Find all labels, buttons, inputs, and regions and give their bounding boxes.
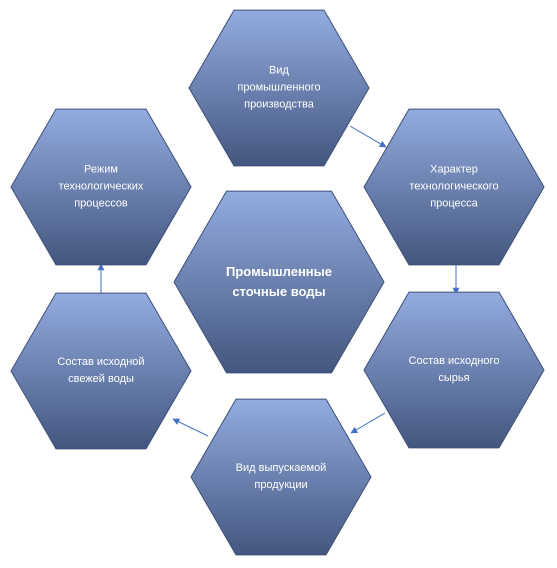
arrow-type-to-character xyxy=(349,125,387,148)
center-hexagon xyxy=(173,190,385,374)
node-label-character: Характер технологического процесса xyxy=(409,163,499,210)
arrow-product-to-water xyxy=(172,418,209,437)
hexagon-raw xyxy=(363,291,545,449)
hexagon-character xyxy=(363,108,545,266)
node-label-water: Состав исходной свежей воды xyxy=(57,356,145,385)
node-label-type: Вид промышленного производства xyxy=(237,64,321,111)
node-label-raw: Состав исходного сырья xyxy=(408,355,500,384)
hexagon-type xyxy=(188,9,370,167)
edges-layer xyxy=(97,125,460,437)
hexagon-mode xyxy=(10,108,192,266)
node-label-product: Вид выпускаемой продукции xyxy=(235,462,327,491)
center-hex-label: Промышленные сточные воды xyxy=(226,264,332,299)
hexagon-product xyxy=(190,398,372,556)
hexagon-water xyxy=(10,292,192,450)
hexagons-layer xyxy=(10,9,545,556)
arrow-raw-to-product xyxy=(350,412,386,434)
node-label-mode: Режим технологических процессов xyxy=(58,163,144,210)
